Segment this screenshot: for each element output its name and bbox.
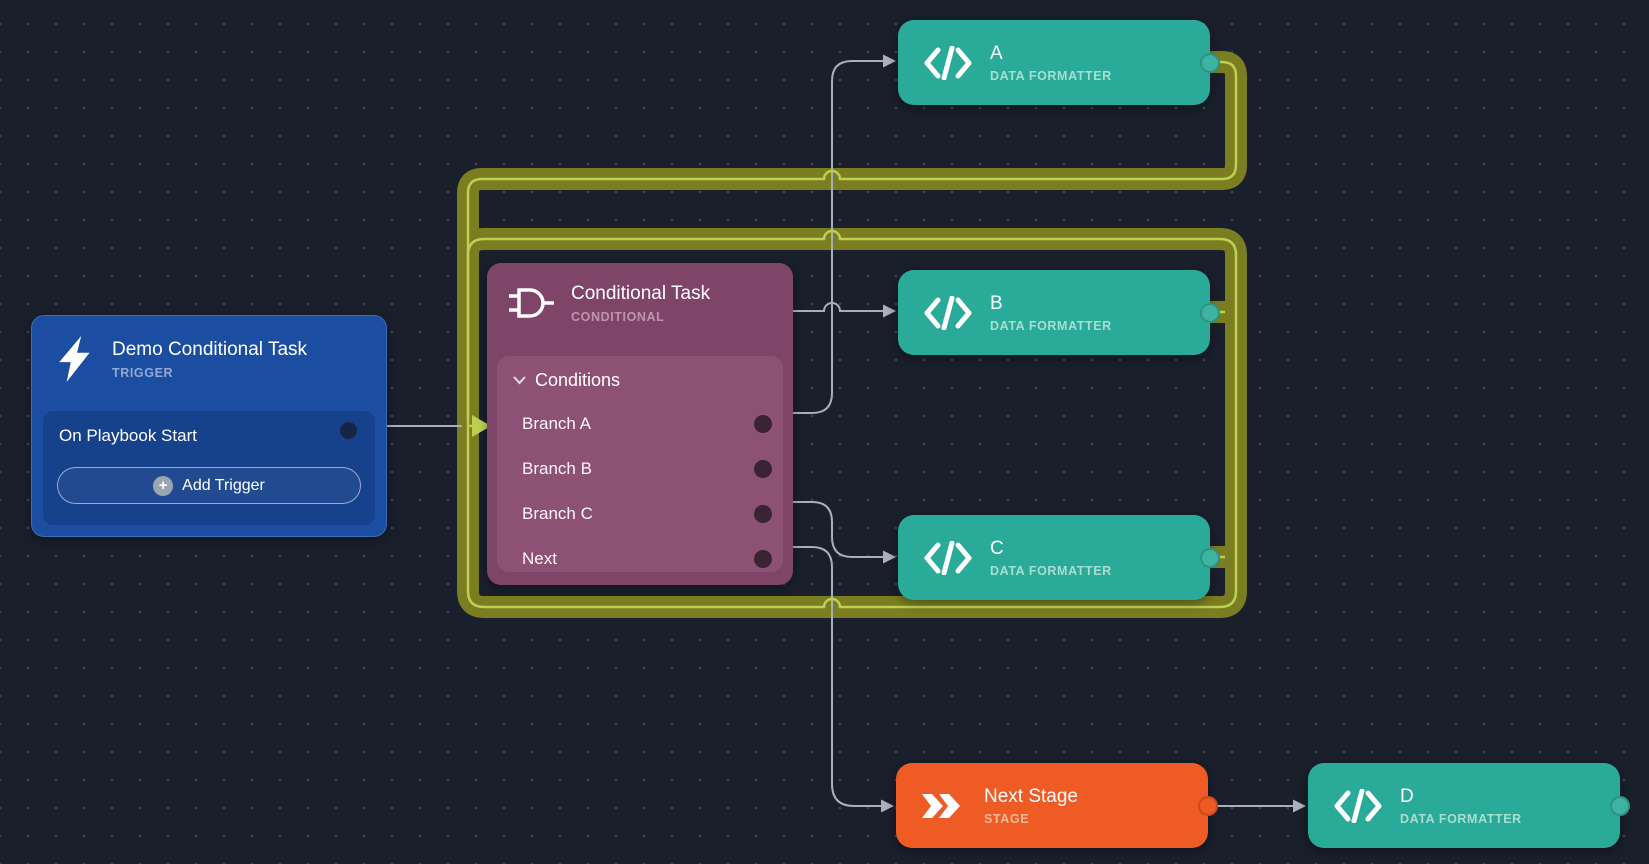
arrowhead-b-input <box>883 304 896 318</box>
edge-conditional-to-c[interactable] <box>790 501 883 558</box>
logic-gate-icon <box>509 286 555 320</box>
node-type-label: DATA FORMATTER <box>990 563 1112 578</box>
node-title: Next Stage <box>984 786 1078 808</box>
trigger-row-on-playbook-start[interactable]: On Playbook Start <box>43 411 375 446</box>
node-title: C <box>990 538 1004 560</box>
chevron-down-icon[interactable] <box>513 376 526 385</box>
branch-b-output-port[interactable] <box>754 459 772 478</box>
node-next-stage[interactable]: Next Stage STAGE <box>896 763 1218 848</box>
add-trigger-button[interactable]: + Add Trigger <box>57 467 361 504</box>
condition-row-branch-c[interactable]: Branch C <box>497 491 783 536</box>
conditions-panel: Conditions Branch A Branch B Branch C Ne… <box>497 356 783 572</box>
stage-arrows-icon <box>922 793 966 819</box>
arrowhead-conditional-input-highlighted <box>472 415 491 437</box>
edge-conditional-to-a[interactable] <box>790 60 883 414</box>
branch-label: Next <box>522 548 557 568</box>
trigger-output-port[interactable] <box>340 422 357 439</box>
node-title: Conditional Task <box>571 283 711 304</box>
highlight-edge-a-loopback-line <box>466 60 1238 418</box>
condition-row-next[interactable]: Next <box>497 536 783 581</box>
branch-label: Branch A <box>522 413 591 433</box>
output-port[interactable] <box>1200 52 1220 73</box>
code-icon <box>924 540 972 575</box>
node-trigger[interactable]: Demo Conditional Task TRIGGER On Playboo… <box>31 315 387 537</box>
node-type-label: DATA FORMATTER <box>1400 811 1522 826</box>
branch-label: Branch C <box>522 503 593 523</box>
node-title: B <box>990 293 1003 315</box>
node-type-label: DATA FORMATTER <box>990 318 1112 333</box>
arrowhead-stage-input <box>881 799 894 813</box>
code-icon <box>924 45 972 80</box>
highlight-loop-rectangle-line <box>466 229 1238 609</box>
node-formatter-b[interactable]: B DATA FORMATTER <box>898 270 1220 355</box>
output-port[interactable] <box>1200 547 1220 568</box>
add-trigger-label: Add Trigger <box>182 476 265 494</box>
node-type-label: STAGE <box>984 811 1030 826</box>
arrowhead-a-input <box>883 54 896 68</box>
code-icon <box>924 295 972 330</box>
branch-label: Branch B <box>522 458 592 478</box>
node-conditional[interactable]: Conditional Task CONDITIONAL Conditions … <box>487 263 793 585</box>
code-icon <box>1334 788 1382 823</box>
branch-c-output-port[interactable] <box>754 504 772 523</box>
condition-row-branch-b[interactable]: Branch B <box>497 446 783 491</box>
conditions-section-label: Conditions <box>535 370 621 390</box>
edge-conditional-to-b[interactable] <box>790 302 883 312</box>
node-type-label: DATA FORMATTER <box>990 68 1112 83</box>
output-port[interactable] <box>1198 795 1218 816</box>
node-formatter-c[interactable]: C DATA FORMATTER <box>898 515 1220 600</box>
node-formatter-d[interactable]: D DATA FORMATTER <box>1308 763 1630 848</box>
output-port[interactable] <box>1200 302 1220 323</box>
edge-conditional-to-stage[interactable] <box>790 546 882 807</box>
lightning-bolt-icon <box>56 336 96 382</box>
node-title: A <box>990 43 1003 65</box>
next-output-port[interactable] <box>754 549 772 568</box>
node-type-label: CONDITIONAL <box>571 309 665 324</box>
node-title: Demo Conditional Task <box>112 339 308 361</box>
node-title: D <box>1400 786 1414 808</box>
arrowhead-c-input <box>883 550 896 564</box>
plus-icon: + <box>153 475 174 496</box>
node-formatter-a[interactable]: A DATA FORMATTER <box>898 20 1220 105</box>
trigger-row-label: On Playbook Start <box>59 426 197 445</box>
condition-row-branch-a[interactable]: Branch A <box>497 401 783 446</box>
arrowhead-d-input <box>1293 799 1306 813</box>
node-type-label: TRIGGER <box>112 365 174 380</box>
branch-a-output-port[interactable] <box>754 414 772 433</box>
trigger-list-panel: On Playbook Start + Add Trigger <box>43 411 375 525</box>
output-port[interactable] <box>1610 795 1630 816</box>
